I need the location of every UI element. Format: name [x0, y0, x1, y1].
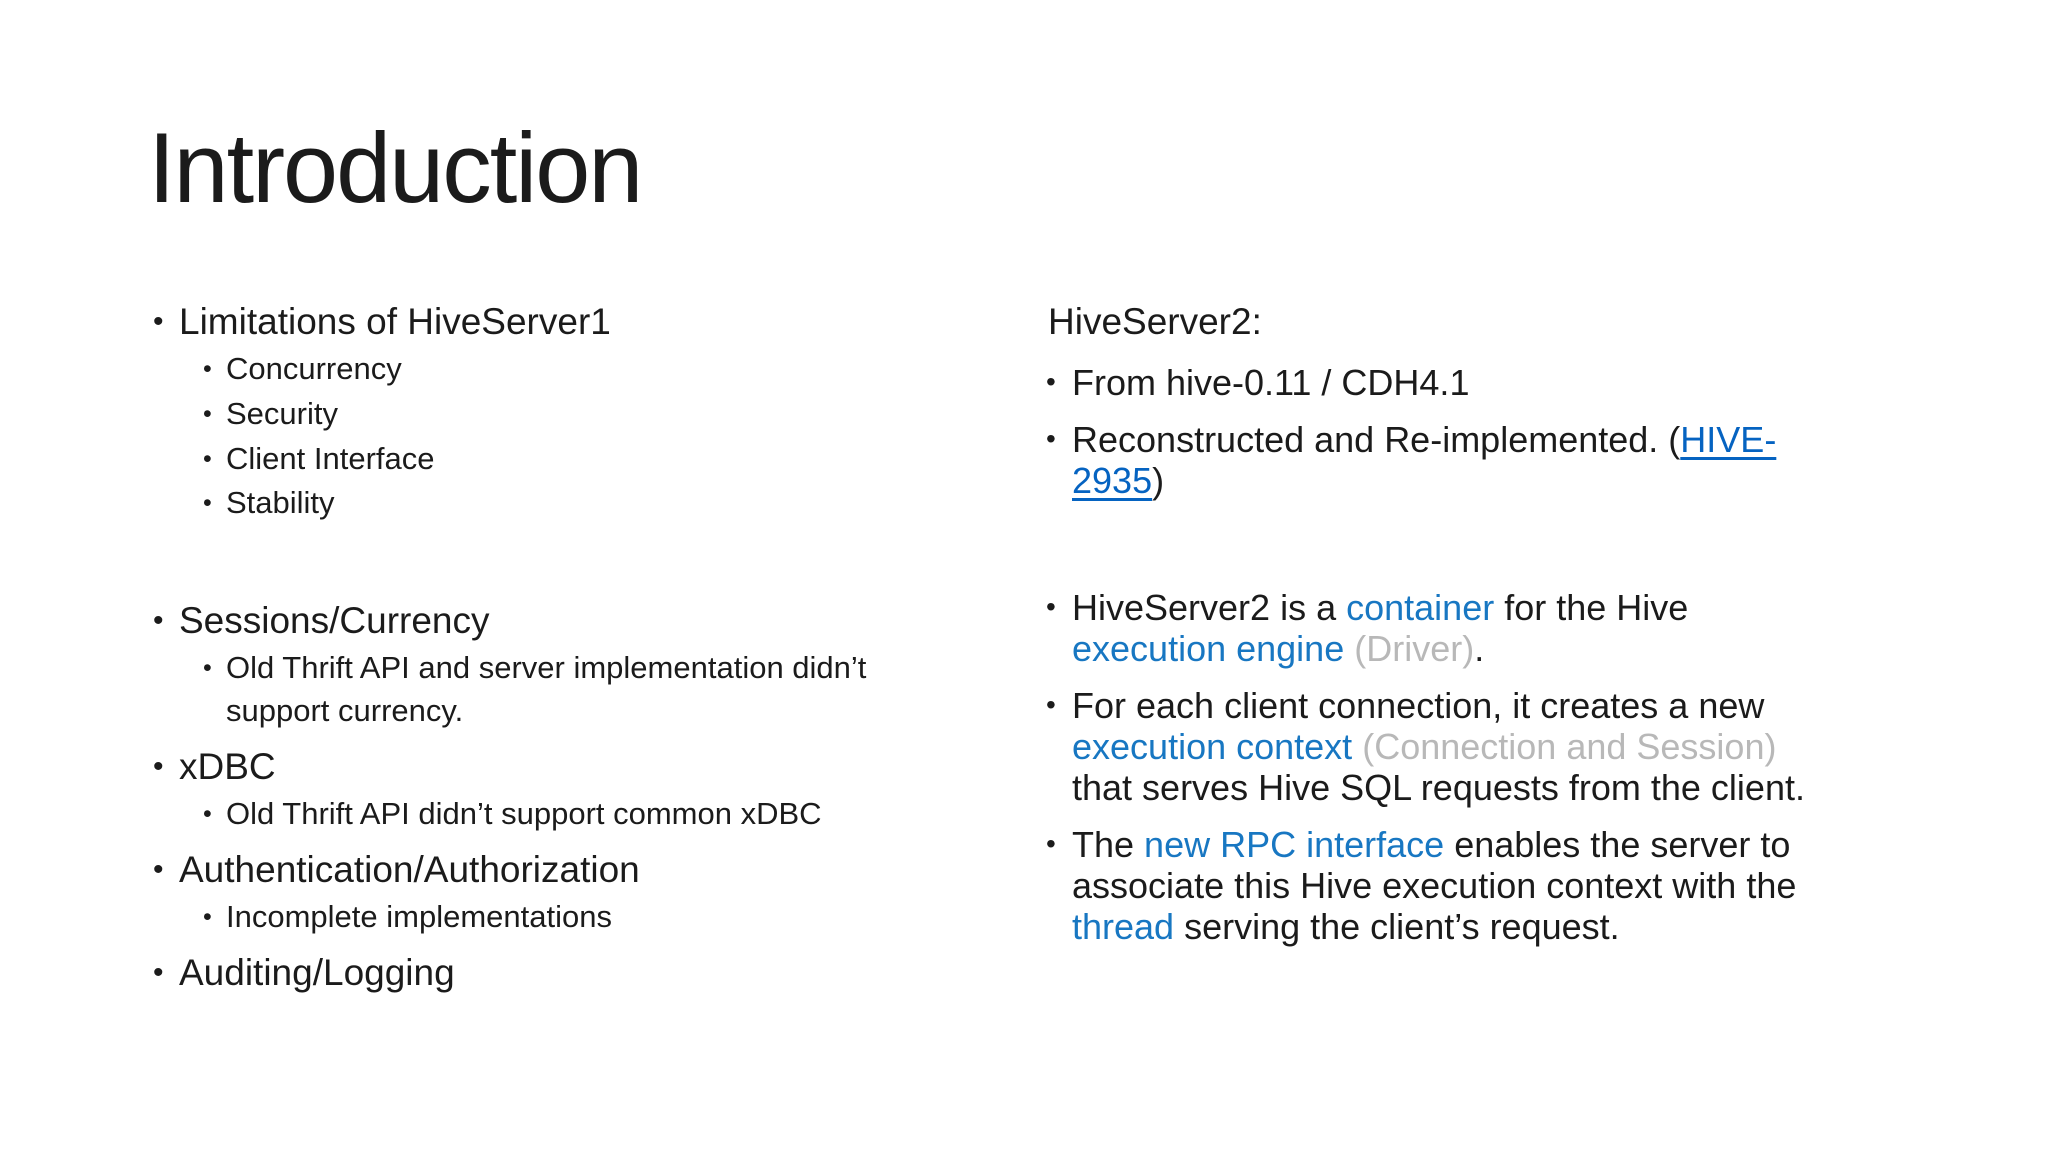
right-column-heading: HiveServer2: [1048, 301, 1262, 342]
left-column: •Limitations of HiveServer1•Concurrency•… [153, 298, 1003, 997]
text-run: For each client connection, it creates a… [1072, 685, 1765, 727]
bullet-text: Old Thrift API and server implementation… [226, 647, 891, 733]
text-run: Old Thrift API and server implementation… [226, 650, 867, 729]
text-run: The [1072, 824, 1145, 866]
right-column-items: • From hive-0.11 / CDH4.1 • Reconstructed a… [1046, 362, 1926, 947]
bullet-icon: • [1046, 366, 1056, 398]
text-run: enables the server to associate this Hiv… [1072, 824, 1797, 907]
text-run: Concurrency [226, 351, 402, 387]
text-run: Sessions/Currency [179, 600, 490, 642]
bullet-text: Auditing/Logging [179, 949, 455, 997]
bullet-icon: • [203, 902, 212, 931]
text-run: new RPC interface [1144, 824, 1445, 866]
bullet-icon: • [203, 399, 212, 428]
bullet-item: • Old Thrift API and server implementatio… [203, 647, 1003, 733]
text-run: xDBC [179, 745, 276, 787]
bullet-text: Old Thrift API didn’t support common xDB… [226, 793, 822, 836]
bullet-item: • Old Thrift API didn’t support common xD… [203, 793, 1003, 836]
bullet-text: HiveServer2 is a container for the Hive … [1072, 587, 1817, 669]
bullet-icon: • [153, 749, 164, 783]
bullet-icon: • [1046, 591, 1056, 623]
text-run: serving the client’s request. [1174, 906, 1620, 948]
bullet-item: • Incomplete implementations [203, 896, 1003, 939]
bullet-text: Security [226, 393, 338, 436]
bullet-text: Sessions/Currency [179, 597, 490, 645]
text-run: Reconstructed and Re-implemented. ( [1072, 419, 1681, 461]
right-column: HiveServer2: • From hive-0.11 / CDH4.1 • Re… [1046, 298, 1926, 947]
bullet-item: • Stability [203, 482, 1003, 525]
text-run: ) [1152, 460, 1165, 502]
text-run: Security [226, 395, 338, 431]
bullet-icon: • [153, 604, 164, 638]
text-run: Incomplete implementations [226, 898, 612, 934]
bullet-icon: • [203, 355, 212, 384]
bullet-item: • xDBC [153, 743, 1003, 791]
slide-title: Introduction [148, 112, 643, 223]
bullet-text: xDBC [179, 743, 276, 791]
bullet-text: Concurrency [226, 348, 402, 391]
text-run: execution context [1072, 726, 1353, 768]
bullet-text: Incomplete implementations [226, 896, 612, 939]
bullet-text: Reconstructed and Re-implemented. (HIVE-… [1072, 419, 1817, 501]
bullet-icon: • [203, 489, 212, 518]
text-run: Limitations of HiveServer1 [179, 301, 611, 342]
bullet-item: • Client Interface [203, 438, 1003, 481]
bullet-icon: • [203, 654, 212, 683]
text-run [1352, 726, 1362, 767]
bullet-item: • From hive-0.11 / CDH4.1 [1046, 362, 1926, 403]
text-run: container [1346, 587, 1495, 629]
bullet-item: • Reconstructed and Re-implemented. (HIVE… [1046, 419, 1926, 501]
bullet-item: • Sessions/Currency [153, 597, 1003, 645]
bullet-text: From hive-0.11 / CDH4.1 [1072, 362, 1469, 403]
bullet-icon: • [153, 955, 164, 989]
text-run: Authentication/Authorization [179, 848, 640, 890]
bullet-icon: • [1046, 689, 1056, 721]
text-run: Old Thrift API didn’t support common xDB… [226, 795, 822, 831]
text-run: . [1474, 628, 1485, 670]
text-run [1344, 628, 1354, 669]
bullet-item: • The new RPC interface enables the serve… [1046, 824, 1926, 947]
bullet-item: • Concurrency [203, 348, 1003, 391]
text-run: Client Interface [226, 440, 435, 476]
text-run: From hive-0.11 / CDH4.1 [1072, 362, 1470, 404]
text-run: for the Hive [1494, 587, 1689, 629]
bullet-text: Stability [226, 482, 335, 525]
bullet-icon: • [1046, 828, 1056, 860]
text-run: thread [1072, 906, 1175, 948]
bullet-icon: • [203, 799, 212, 828]
text-run: (Driver) [1354, 628, 1475, 670]
text-run: (Connection and Session) [1362, 726, 1777, 768]
bullet-icon: • [1046, 423, 1056, 455]
bullet-item: • For each client connection, it creates … [1046, 685, 1926, 808]
text-run: execution engine [1072, 628, 1345, 670]
bullet-text: Authentication/Authorization [179, 846, 640, 894]
hive-2935-link[interactable]: HIVE-2935 [1072, 419, 1777, 502]
bullet-icon: • [153, 852, 164, 886]
text-run: Stability [226, 485, 335, 521]
bullet-text: For each client connection, it creates a… [1072, 685, 1817, 808]
bullet-icon: • [203, 444, 212, 473]
bullet-item: • HiveServer2 is a container for the Hive… [1046, 587, 1926, 669]
bullet-item: • Limitations of HiveServer1 [153, 298, 1003, 346]
text-run: Auditing/Logging [179, 951, 455, 993]
bullet-item: • Auditing/Logging [153, 949, 1003, 997]
bullet-text: Limitations of HiveServer1 [179, 298, 611, 346]
text-run: HiveServer2 is a [1072, 587, 1347, 629]
bullet-item: • Security [203, 393, 1003, 436]
text-run: that serves Hive SQL requests from the c… [1072, 767, 1805, 809]
bullet-text: The new RPC interface enables the server… [1072, 824, 1817, 947]
bullet-text: Client Interface [226, 438, 435, 481]
bullet-item: • Authentication/Authorization [153, 846, 1003, 894]
bullet-icon: • [153, 305, 164, 338]
